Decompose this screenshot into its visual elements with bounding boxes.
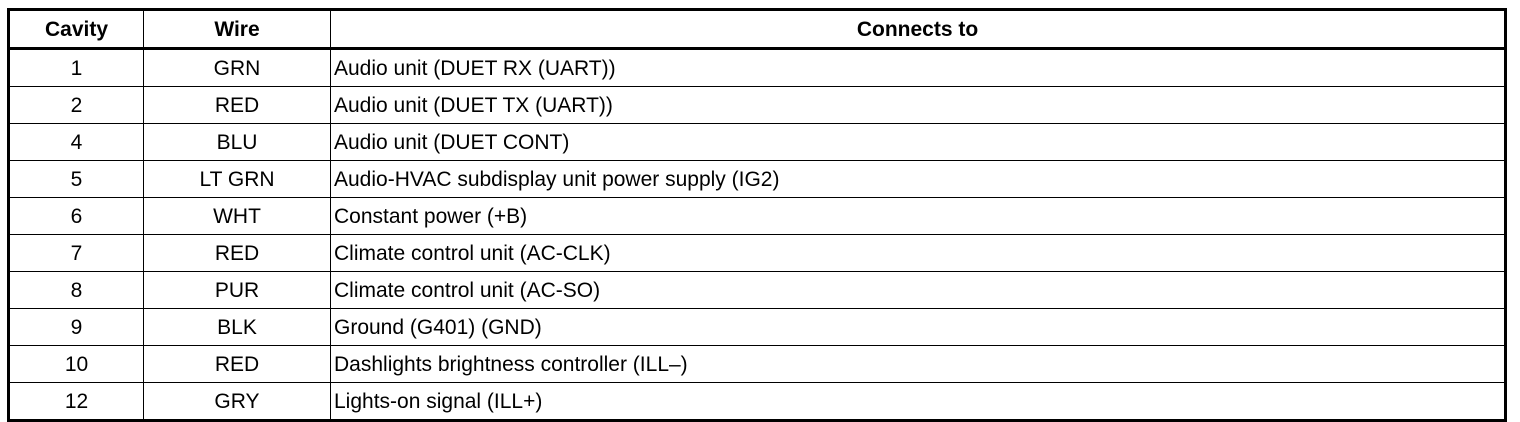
- cavity-cell: 1: [8, 48, 144, 87]
- table-row: 6 WHT Constant power (+B): [8, 197, 1506, 235]
- table-row: 10 RED Dashlights brightness controller …: [8, 345, 1506, 383]
- wire-cell: RED: [143, 345, 331, 383]
- cavity-cell: 9: [8, 308, 144, 346]
- wire-cell: WHT: [143, 197, 331, 235]
- cavity-cell: 10: [8, 345, 144, 383]
- header-wire: Wire: [143, 9, 331, 50]
- cavity-cell: 6: [8, 197, 144, 235]
- cavity-cell: 2: [8, 86, 144, 124]
- connects-to-cell: Audio unit (DUET TX (UART)): [330, 86, 1506, 124]
- connects-to-cell: Climate control unit (AC-SO): [330, 271, 1506, 309]
- wire-cell: PUR: [143, 271, 331, 309]
- connects-to-cell: Constant power (+B): [330, 197, 1506, 235]
- connects-to-cell: Audio unit (DUET CONT): [330, 123, 1506, 161]
- wire-cell: LT GRN: [143, 160, 331, 198]
- cavity-cell: 5: [8, 160, 144, 198]
- cavity-cell: 4: [8, 123, 144, 161]
- table-row: 8 PUR Climate control unit (AC-SO): [8, 271, 1506, 309]
- cavity-cell: 12: [8, 382, 144, 421]
- wire-cell: BLU: [143, 123, 331, 161]
- wire-cell: GRY: [143, 382, 331, 421]
- table-row: 2 RED Audio unit (DUET TX (UART)): [8, 86, 1506, 124]
- table-row: 9 BLK Ground (G401) (GND): [8, 308, 1506, 346]
- table-row: 5 LT GRN Audio-HVAC subdisplay unit powe…: [8, 160, 1506, 198]
- wire-cell: BLK: [143, 308, 331, 346]
- header-connects-to: Connects to: [330, 9, 1506, 50]
- connector-pinout-table: Cavity Wire Connects to 1 GRN Audio unit…: [7, 8, 1507, 422]
- cavity-cell: 8: [8, 271, 144, 309]
- table-row: 12 GRY Lights-on signal (ILL+): [8, 382, 1506, 421]
- connector-table-container: Cavity Wire Connects to 1 GRN Audio unit…: [7, 8, 1507, 422]
- wire-cell: RED: [143, 234, 331, 272]
- table-row: 4 BLU Audio unit (DUET CONT): [8, 123, 1506, 161]
- cavity-cell: 7: [8, 234, 144, 272]
- header-cavity: Cavity: [8, 9, 144, 50]
- wire-cell: GRN: [143, 48, 331, 87]
- connects-to-cell: Audio unit (DUET RX (UART)): [330, 48, 1506, 87]
- connects-to-cell: Lights-on signal (ILL+): [330, 382, 1506, 421]
- table-row: 7 RED Climate control unit (AC-CLK): [8, 234, 1506, 272]
- table-row: 1 GRN Audio unit (DUET RX (UART)): [8, 48, 1506, 87]
- connects-to-cell: Dashlights brightness controller (ILL–): [330, 345, 1506, 383]
- wire-cell: RED: [143, 86, 331, 124]
- connects-to-cell: Ground (G401) (GND): [330, 308, 1506, 346]
- table-header-row: Cavity Wire Connects to: [8, 9, 1506, 50]
- connects-to-cell: Audio-HVAC subdisplay unit power supply …: [330, 160, 1506, 198]
- connects-to-cell: Climate control unit (AC-CLK): [330, 234, 1506, 272]
